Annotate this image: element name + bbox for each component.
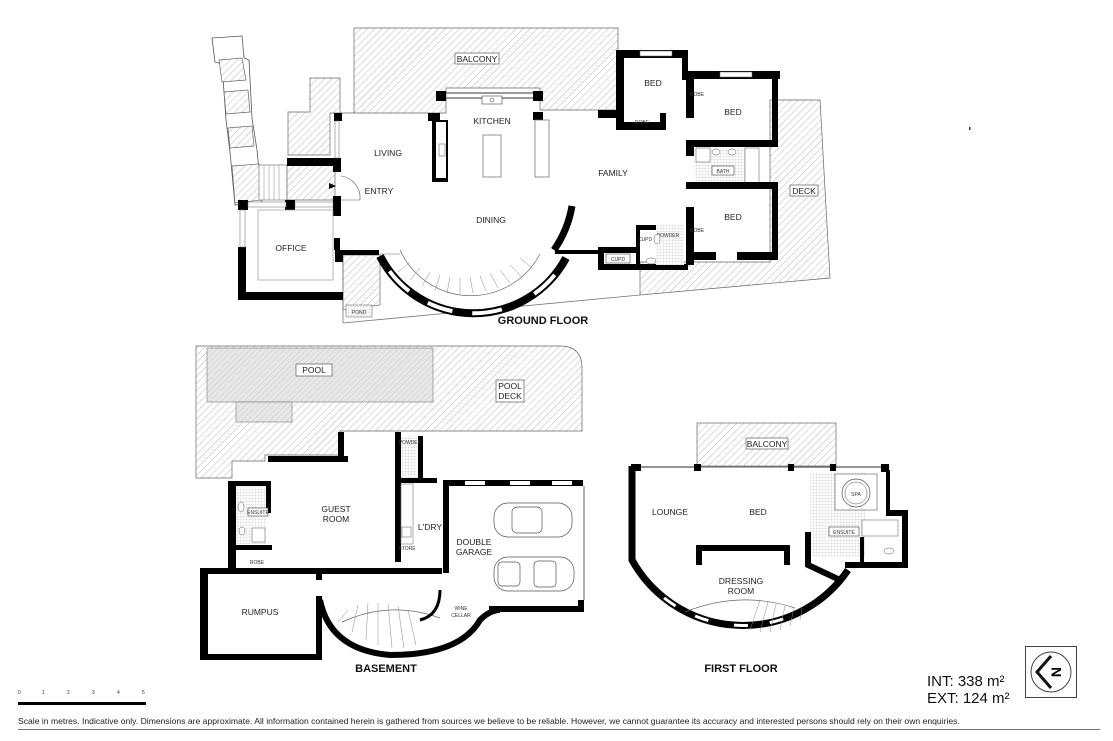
basement-plan: POOL POOL DECK ENSUITE ROBE GUEST ROOM L… — [195, 345, 585, 675]
room-label-ensuite: ENSUITE — [247, 510, 269, 516]
room-label-ensuite-first: ENSUITE — [833, 530, 855, 536]
first-floor-plan: BALCONY SPA ENSUITE — [628, 422, 908, 675]
svg-text:N: N — [1048, 667, 1064, 677]
room-label-garage-1: DOUBLE — [457, 537, 492, 547]
scale-tick: 4 — [117, 690, 120, 696]
scale-tick: 0 — [18, 690, 21, 696]
scale-bar: 0 1 2 3 4 5 — [18, 690, 148, 705]
room-label-bed-3: BED — [724, 212, 741, 222]
ground-floor-plan: BALCONY DECK POND — [211, 27, 831, 327]
room-label-bed-first: BED — [749, 507, 766, 517]
car-icon — [493, 556, 575, 592]
room-label-living: LIVING — [374, 148, 402, 158]
room-label-pool-deck-2: DECK — [498, 391, 522, 401]
room-label-balcony: BALCONY — [457, 54, 498, 64]
room-label-balcony-first: BALCONY — [747, 439, 788, 449]
disclaimer-text: Scale in metres. Indicative only. Dimens… — [18, 716, 1100, 730]
scale-tick: 5 — [142, 690, 145, 696]
room-label-cupd: CUPD — [611, 257, 626, 263]
room-label-garage-2: GARAGE — [456, 547, 493, 557]
ground-floor-title: GROUND FLOOR — [498, 315, 588, 327]
room-label-robe-1: ROBE — [635, 120, 650, 126]
room-label-dressing-1: DRESSING — [719, 576, 763, 586]
car-icon — [493, 502, 573, 538]
external-area: EXT: 124 m² — [927, 690, 1010, 707]
north-arrow-icon: N — [1025, 646, 1077, 698]
room-label-wine-1: WINE — [454, 606, 468, 612]
room-label-guest-room-2: ROOM — [323, 514, 349, 524]
basement-title: BASEMENT — [355, 663, 417, 675]
ground-deck — [639, 99, 831, 296]
room-label-kitchen: KITCHEN — [473, 116, 510, 126]
room-label-family: FAMILY — [598, 168, 628, 178]
scale-ticks: 0 1 2 3 4 5 — [18, 690, 148, 698]
room-label-powder: POWDER — [657, 233, 680, 239]
room-label-lounge: LOUNGE — [652, 507, 688, 517]
first-floor-title: FIRST FLOOR — [704, 663, 777, 675]
room-label-robe-3: ROBE — [690, 228, 705, 234]
scale-tick: 1 — [42, 690, 45, 696]
room-label-bath: BATH — [717, 169, 730, 175]
room-label-deck: DECK — [792, 186, 816, 196]
room-label-wine-2: CELLAR — [451, 613, 471, 619]
external-stairs — [211, 35, 288, 206]
room-label-pool: POOL — [302, 365, 326, 375]
room-label-guest-room-1: GUEST — [321, 504, 350, 514]
room-label-entry: ENTRY — [365, 186, 394, 196]
room-label-robe: ROBE — [250, 560, 265, 566]
room-label-bed-2: BED — [724, 107, 741, 117]
room-label-robe-2: ROBE — [690, 92, 705, 98]
room-label-dining: DINING — [476, 215, 506, 225]
room-label-powder-basement: POWDER — [399, 440, 422, 446]
area-summary: INT: 338 m² EXT: 124 m² — [927, 673, 1010, 707]
internal-area: INT: 338 m² — [927, 673, 1005, 690]
ground-balcony — [287, 27, 619, 156]
room-label-office: OFFICE — [275, 243, 306, 253]
room-label-laundry: L'DRY — [418, 522, 442, 532]
scale-tick: 2 — [67, 690, 70, 696]
room-label-store: STORE — [398, 546, 416, 552]
room-label-rumpus: RUMPUS — [242, 607, 279, 617]
room-label-pool-deck-1: POOL — [498, 381, 522, 391]
scale-bar-line — [18, 702, 146, 705]
room-label-bed-1: BED — [644, 78, 661, 88]
scale-tick: 3 — [92, 690, 95, 696]
room-label-dressing-2: ROOM — [728, 586, 754, 596]
room-label-pond: POND — [352, 310, 367, 316]
room-label-cupd-small: CUPD — [638, 237, 653, 243]
room-label-spa: SPA — [851, 492, 861, 498]
